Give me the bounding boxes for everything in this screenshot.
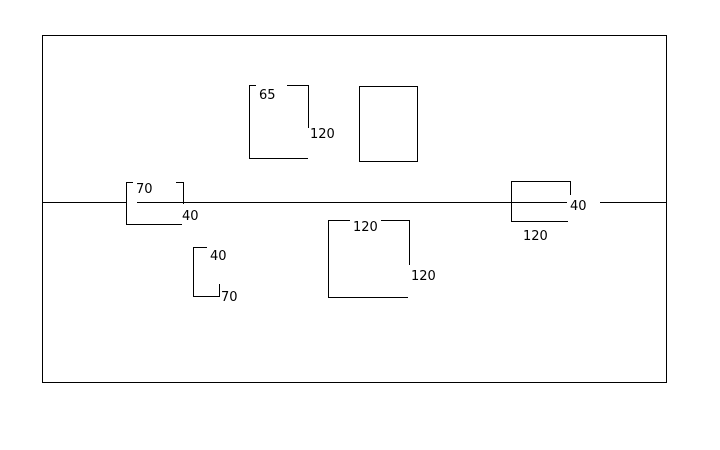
center-width-label: 120	[353, 220, 378, 235]
top-left-height-label: 120	[310, 127, 335, 142]
center-bracket	[328, 220, 408, 298]
top-left-bracket	[249, 85, 308, 159]
left-mid-width-label: 70	[136, 182, 153, 197]
center-bracket-right	[381, 220, 410, 265]
small-left-bracket	[193, 247, 220, 297]
left-mid-height-label: 40	[182, 209, 199, 224]
top-left-bracket-right	[287, 85, 309, 128]
small-left-height-label: 40	[210, 249, 227, 264]
top-left-width-label: 65	[259, 88, 276, 103]
left-mid-bracket-right	[176, 182, 184, 204]
top-closed-rectangle	[359, 86, 418, 162]
right-bracket	[511, 181, 571, 222]
center-height-label: 120	[411, 269, 436, 284]
small-left-width-label: 70	[221, 290, 238, 305]
right-width-label: 120	[523, 229, 548, 244]
right-height-label: 40	[570, 199, 587, 214]
left-mid-bracket	[126, 182, 182, 225]
outer-frame	[42, 35, 667, 383]
